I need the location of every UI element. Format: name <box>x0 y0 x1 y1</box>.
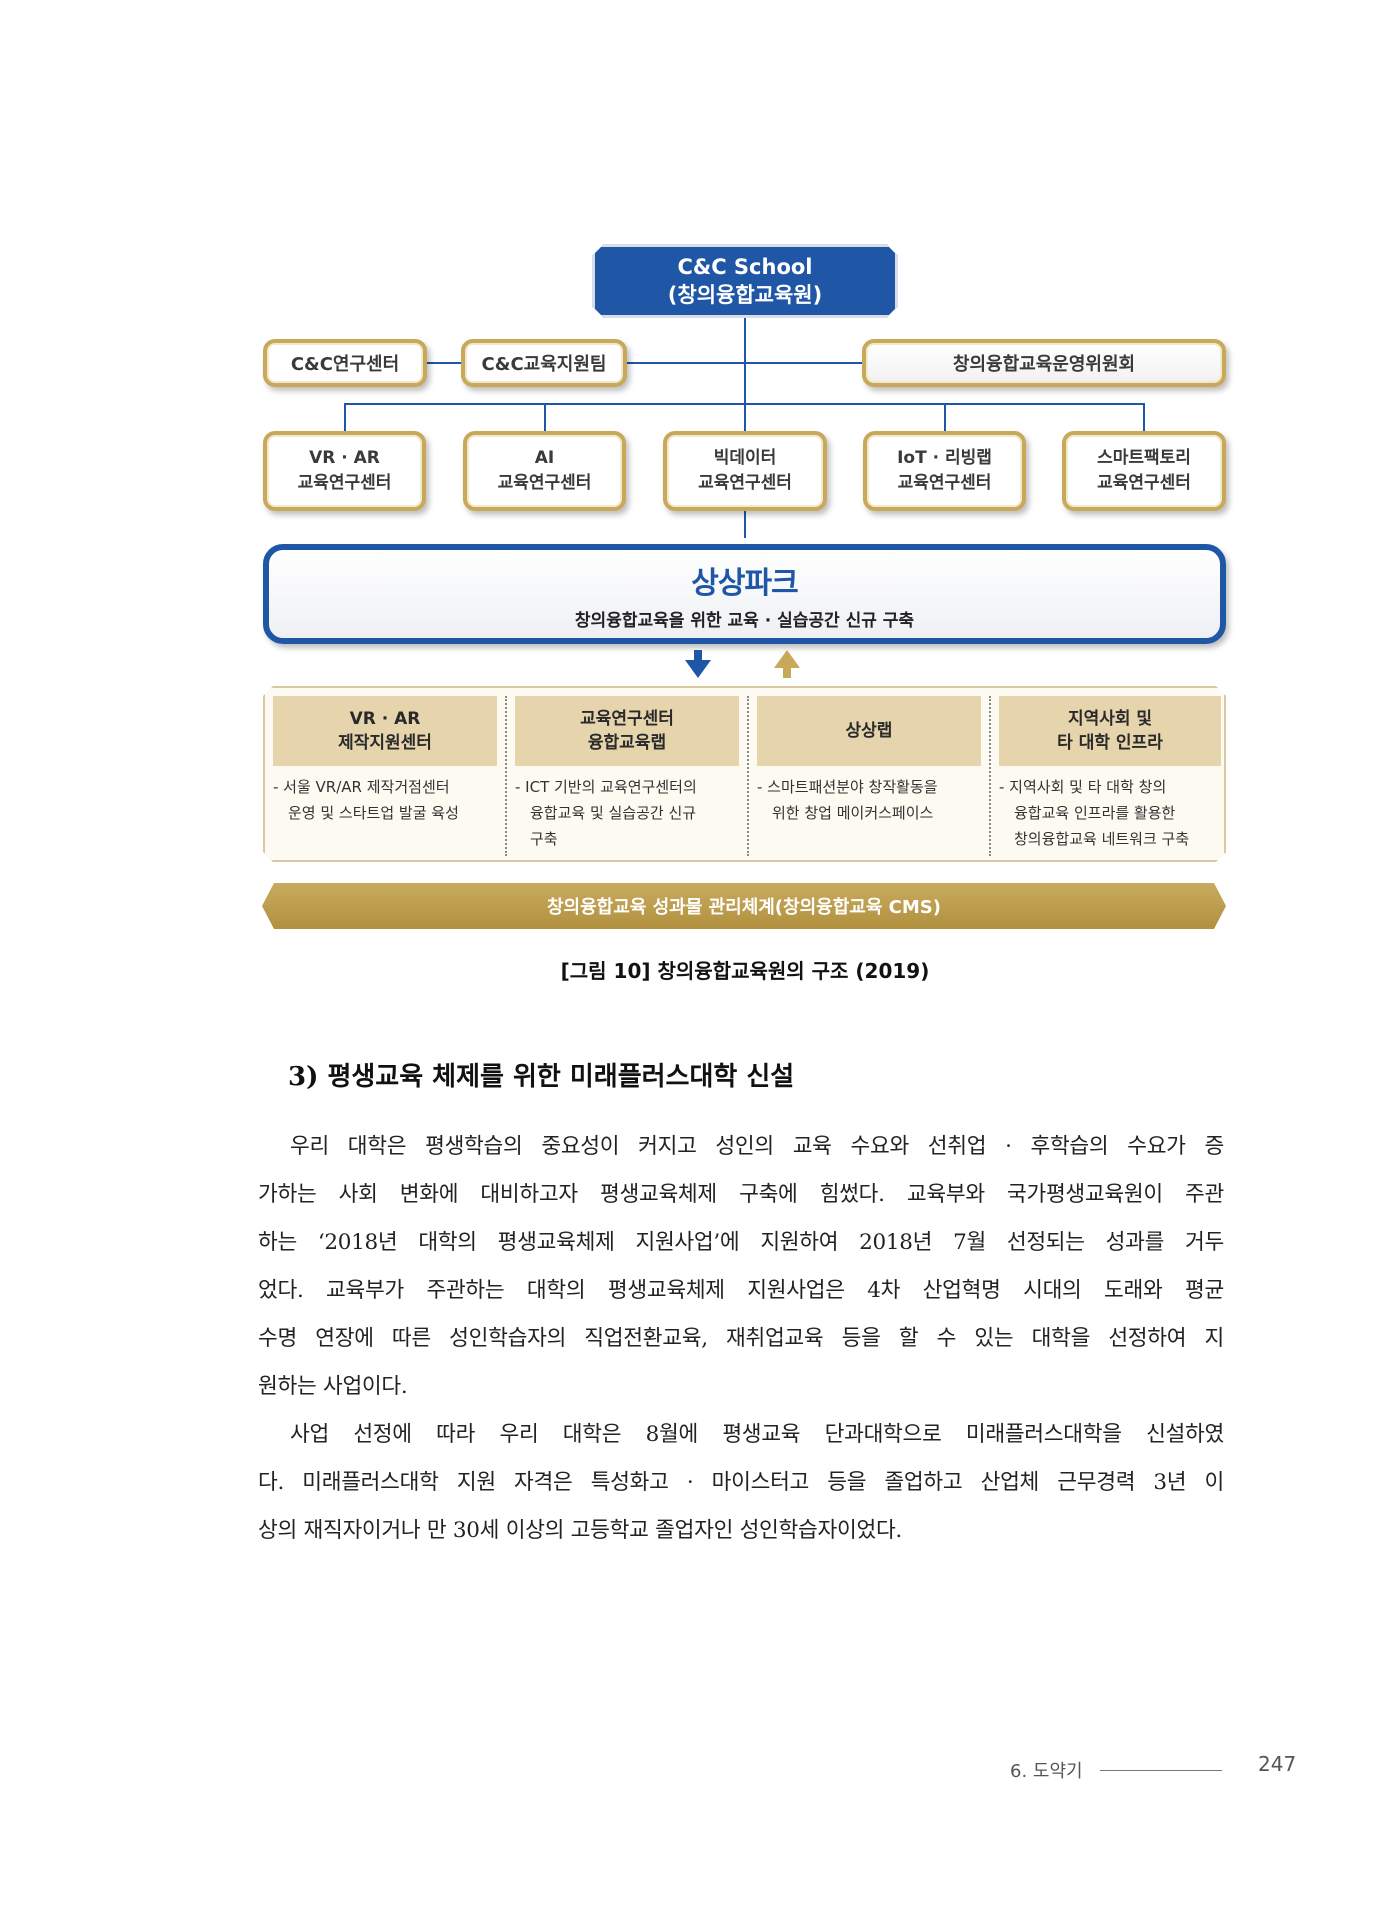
box-label-line1: 빅데이터 <box>713 448 777 468</box>
facility-divider <box>989 696 991 856</box>
facility-head-community: 지역사회 및 타 대학 인프라 <box>999 696 1221 766</box>
sangsang-park-logo: 상상파크 <box>691 565 798 601</box>
cms-label: 창의융합교육 성과물 관리체계(창의융합교육 CMS) <box>547 897 941 918</box>
box-label-line2: 교육연구센터 <box>1097 473 1191 493</box>
arrow-down-icon <box>685 650 711 678</box>
facility-body-line: 위한 창업 메이커스페이스 <box>772 804 934 822</box>
box-label-line1: 스마트팩토리 <box>1097 448 1191 468</box>
box-iot-center: IoT · 리빙랩 교육연구센터 <box>863 431 1026 511</box>
connector-centers-horizontal <box>344 403 1144 405</box>
paragraph-line: 었다. 교육부가 주관하는 대학의 평생교육체제 지원사업은 4차 산업혁명 시… <box>258 1278 1224 1303</box>
box-label-line2: 교육연구센터 <box>698 473 792 493</box>
sangsang-park-subtitle: 창의융합교육을 위한 교육 · 실습공간 신규 구축 <box>574 610 915 631</box>
footer-section-label: 6. 도약기 <box>1010 1761 1083 1782</box>
connector-level2-horizontal <box>426 362 866 364</box>
paragraph-line: 우리 대학은 평생학습의 중요성이 커지고 성인의 교육 수요와 선취업 · 후… <box>290 1134 1224 1159</box>
paragraph-line: 하는 ‘2018년 대학의 평생교육체제 지원사업’에 지원하여 2018년 7… <box>258 1230 1224 1255</box>
cms-bar: 창의융합교육 성과물 관리체계(창의융합교육 CMS) <box>262 883 1226 929</box>
root-title: C&C School <box>677 255 813 279</box>
root-subtitle: (창의융합교육원) <box>667 283 823 307</box>
box-label-line2: 교육연구센터 <box>497 473 592 493</box>
facilities-panel: VR · AR 제작지원센터 - 서울 VR/AR 제작거점센터 운영 및 스타… <box>263 686 1226 862</box>
facility-head-vr-ar: VR · AR 제작지원센터 <box>273 696 497 766</box>
facility-head-line2: 제작지원센터 <box>338 733 432 753</box>
box-ai-center: AI 교육연구센터 <box>463 431 626 511</box>
paragraph-line: 상의 재직자이거나 만 30세 이상의 고등학교 졸업자인 성인학습자이었다. <box>258 1518 902 1543</box>
box-committee: 창의융합교육운영위원회 <box>862 339 1226 387</box>
box-label-line1: AI <box>534 448 555 468</box>
paragraph-line: 수명 연장에 따른 성인학습자의 직업전환교육, 재취업교육 등을 할 수 있는… <box>258 1326 1224 1351</box>
box-label: 창의융합교육운영위원회 <box>952 354 1136 375</box>
connector-center-4 <box>944 403 946 433</box>
facility-body-line: - 지역사회 및 타 대학 창의 <box>999 778 1167 796</box>
facility-body-line: 융합교육 및 실습공간 신규 <box>530 804 697 822</box>
facility-body-line: - 서울 VR/AR 제작거점센터 <box>273 778 450 796</box>
facility-head-line2: 타 대학 인프라 <box>1057 733 1163 753</box>
facility-head-line2: 융합교육랩 <box>587 733 667 753</box>
arrow-up-icon <box>774 650 800 678</box>
connector-root-vertical <box>744 318 746 538</box>
facility-body-line: - ICT 기반의 교육연구센터의 <box>515 778 697 796</box>
box-label-line2: 교육연구센터 <box>897 473 992 493</box>
facility-body-line: 창의융합교육 네트워크 구축 <box>1014 830 1190 848</box>
facility-head-line1: 교육연구센터 <box>580 709 674 729</box>
box-bigdata-center: 빅데이터 교육연구센터 <box>663 431 827 511</box>
paragraph-2: 사업 선정에 따라 우리 대학은 8월에 평생교육 단과대학으로 미래플러스대학… <box>258 1411 1224 1555</box>
box-cc-support-team: C&C교육지원팀 <box>461 339 627 387</box>
facility-body-line: 구축 <box>530 830 558 848</box>
facility-divider <box>747 696 749 856</box>
facility-body-edu-lab: - ICT 기반의 교육연구센터의 융합교육 및 실습공간 신규 구축 <box>515 774 747 852</box>
facility-body-line: 운영 및 스타트업 발굴 육성 <box>288 804 459 822</box>
paragraph-line: 다. 미래플러스대학 지원 자격은 특성화고 · 마이스터고 등을 졸업하고 산… <box>258 1470 1224 1495</box>
connector-center-1 <box>344 403 346 433</box>
facility-body-vr-ar: - 서울 VR/AR 제작거점센터 운영 및 스타트업 발굴 육성 <box>273 774 501 826</box>
facility-body-line: 융합교육 인프라를 활용한 <box>1014 804 1176 822</box>
facility-body-community: - 지역사회 및 타 대학 창의 융합교육 인프라를 활용한 창의융합교육 네트… <box>999 774 1225 852</box>
sangsang-park-box: 상상파크 창의융합교육을 위한 교육 · 실습공간 신규 구축 <box>263 544 1226 644</box>
box-label: C&C교육지원팀 <box>481 354 607 375</box>
box-label-line1: VR · AR <box>309 448 380 468</box>
facility-head-edu-lab: 교육연구센터 융합교육랩 <box>515 696 739 766</box>
facility-head-line1: VR · AR <box>349 709 421 729</box>
box-cc-research-center: C&C연구센터 <box>263 339 427 387</box>
section-title: 3) 평생교육 체제를 위한 미래플러스대학 신설 <box>288 1062 795 1092</box>
footer-rule <box>1100 1770 1222 1771</box>
facility-head-sangsang-lab: 상상랩 <box>757 696 981 766</box>
paragraph-line: 가하는 사회 변화에 대비하고자 평생교육체제 구축에 힘썼다. 교육부와 국가… <box>258 1182 1224 1207</box>
paragraph-line: 사업 선정에 따라 우리 대학은 8월에 평생교육 단과대학으로 미래플러스대학… <box>290 1422 1224 1447</box>
facility-body-sangsang-lab: - 스마트패션분야 창작활동을 위한 창업 메이커스페이스 <box>757 774 989 826</box>
paragraph-line: 원하는 사업이다. <box>258 1374 408 1399</box>
connector-center-5 <box>1143 403 1145 433</box>
org-chart: C&C School (창의융합교육원) C&C연구센터 C&C교육지원팀 창의… <box>0 0 1400 940</box>
box-label-line1: IoT · 리빙랩 <box>897 448 992 468</box>
page-number: 247 <box>1258 1752 1297 1776</box>
facility-body-line: - 스마트패션분야 창작활동을 <box>757 778 938 796</box>
root-box-cc-school: C&C School (창의융합교육원) <box>592 244 898 318</box>
box-label: C&C연구센터 <box>290 354 400 375</box>
box-label-line2: 교육연구센터 <box>297 473 392 493</box>
box-vr-ar-center: VR · AR 교육연구센터 <box>263 431 426 511</box>
connector-center-2 <box>544 403 546 433</box>
box-smartfactory-center: 스마트팩토리 교육연구센터 <box>1062 431 1226 511</box>
figure-caption: [그림 10] 창의융합교육원의 구조 (2019) <box>560 959 930 983</box>
facility-head-line1: 상상랩 <box>845 721 893 741</box>
facility-head-line1: 지역사회 및 <box>1067 709 1153 729</box>
paragraph-1: 우리 대학은 평생학습의 중요성이 커지고 성인의 교육 수요와 선취업 · 후… <box>258 1123 1224 1411</box>
facility-divider <box>505 696 507 856</box>
